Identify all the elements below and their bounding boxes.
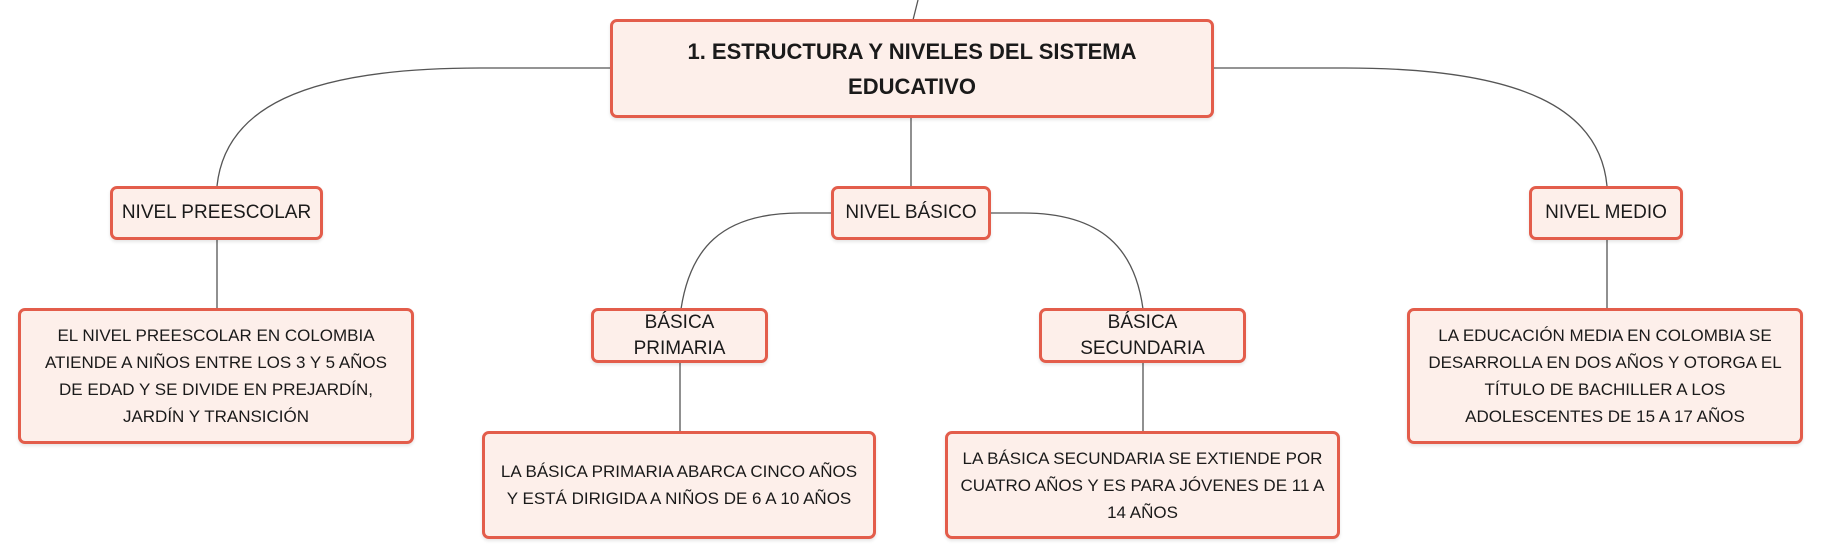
node-basica-secundaria: BÁSICA SECUNDARIA <box>1039 308 1246 363</box>
connector-basico-secundaria <box>990 212 1144 310</box>
node-desc-secundaria-text: LA BÁSICA SECUNDARIA SE EXTIENDE POR CUA… <box>960 448 1325 522</box>
node-nivel-preescolar-text: NIVEL PREESCOLAR <box>121 202 312 223</box>
connector-root-medio <box>1213 67 1608 187</box>
node-nivel-medio: NIVEL MEDIO <box>1529 186 1683 240</box>
node-desc-secundaria: LA BÁSICA SECUNDARIA SE EXTIENDE POR CUA… <box>945 431 1340 539</box>
node-desc-primaria-text: LA BÁSICA PRIMARIA ABARCA CINCO AÑOS Y E… <box>500 462 858 508</box>
root-node-title: 1. ESTRUCTURA Y NIVELES DEL SISTEMA EDUC… <box>610 19 1214 118</box>
node-desc-medio: LA EDUCACIÓN MEDIA EN COLOMBIA SE DESARR… <box>1407 308 1803 444</box>
node-basica-primaria-text: BÁSICA PRIMARIA <box>633 311 726 359</box>
root-node-text: 1. ESTRUCTURA Y NIVELES DEL SISTEMA EDUC… <box>687 38 1137 99</box>
connector-incoming <box>912 0 919 21</box>
connector-basico-primaria <box>680 212 833 310</box>
node-nivel-preescolar: NIVEL PREESCOLAR <box>110 186 323 240</box>
node-nivel-medio-text: NIVEL MEDIO <box>1545 202 1667 223</box>
node-basica-secundaria-text: BÁSICA SECUNDARIA <box>1080 311 1205 359</box>
connector-root-preescolar <box>216 67 612 187</box>
node-desc-primaria: LA BÁSICA PRIMARIA ABARCA CINCO AÑOS Y E… <box>482 431 876 539</box>
node-desc-preescolar: EL NIVEL PREESCOLAR EN COLOMBIA ATIENDE … <box>18 308 414 444</box>
node-nivel-basico: NIVEL BÁSICO <box>831 186 991 240</box>
node-nivel-basico-text: NIVEL BÁSICO <box>845 202 977 223</box>
node-desc-preescolar-text: EL NIVEL PREESCOLAR EN COLOMBIA ATIENDE … <box>44 326 387 426</box>
node-basica-primaria: BÁSICA PRIMARIA <box>591 308 768 363</box>
node-desc-medio-text: LA EDUCACIÓN MEDIA EN COLOMBIA SE DESARR… <box>1428 326 1782 426</box>
